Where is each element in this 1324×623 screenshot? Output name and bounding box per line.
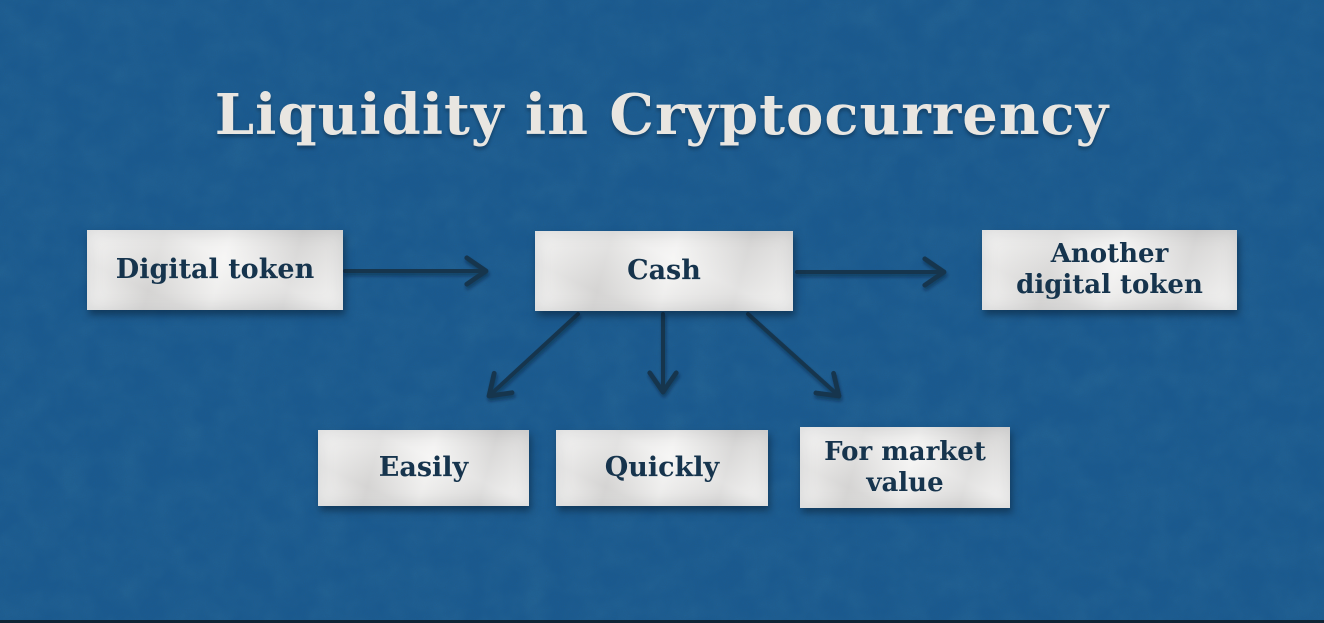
node-quickly: Quickly bbox=[556, 430, 768, 506]
arrow-cash-to-easily-icon bbox=[486, 312, 580, 399]
node-for-market-value: For market value bbox=[800, 427, 1010, 508]
node-digital-token: Digital token bbox=[87, 230, 343, 310]
page-title: Liquidity in Cryptocurrency bbox=[214, 82, 1110, 148]
node-digital-token-label: Digital token bbox=[115, 254, 315, 286]
node-cash-label: Cash bbox=[627, 255, 701, 287]
bottom-edge-divider bbox=[0, 620, 1324, 623]
node-another-digital-token-label: Another digital token bbox=[1016, 239, 1203, 300]
node-quickly-label: Quickly bbox=[604, 452, 720, 484]
node-easily-label: Easily bbox=[378, 452, 469, 484]
node-for-market-value-label: For market value bbox=[824, 436, 986, 498]
node-another-digital-token: Another digital token bbox=[982, 230, 1237, 310]
node-easily: Easily bbox=[318, 430, 529, 506]
node-cash: Cash bbox=[535, 231, 793, 311]
arrow-cash-to-market-value-icon bbox=[746, 312, 842, 399]
